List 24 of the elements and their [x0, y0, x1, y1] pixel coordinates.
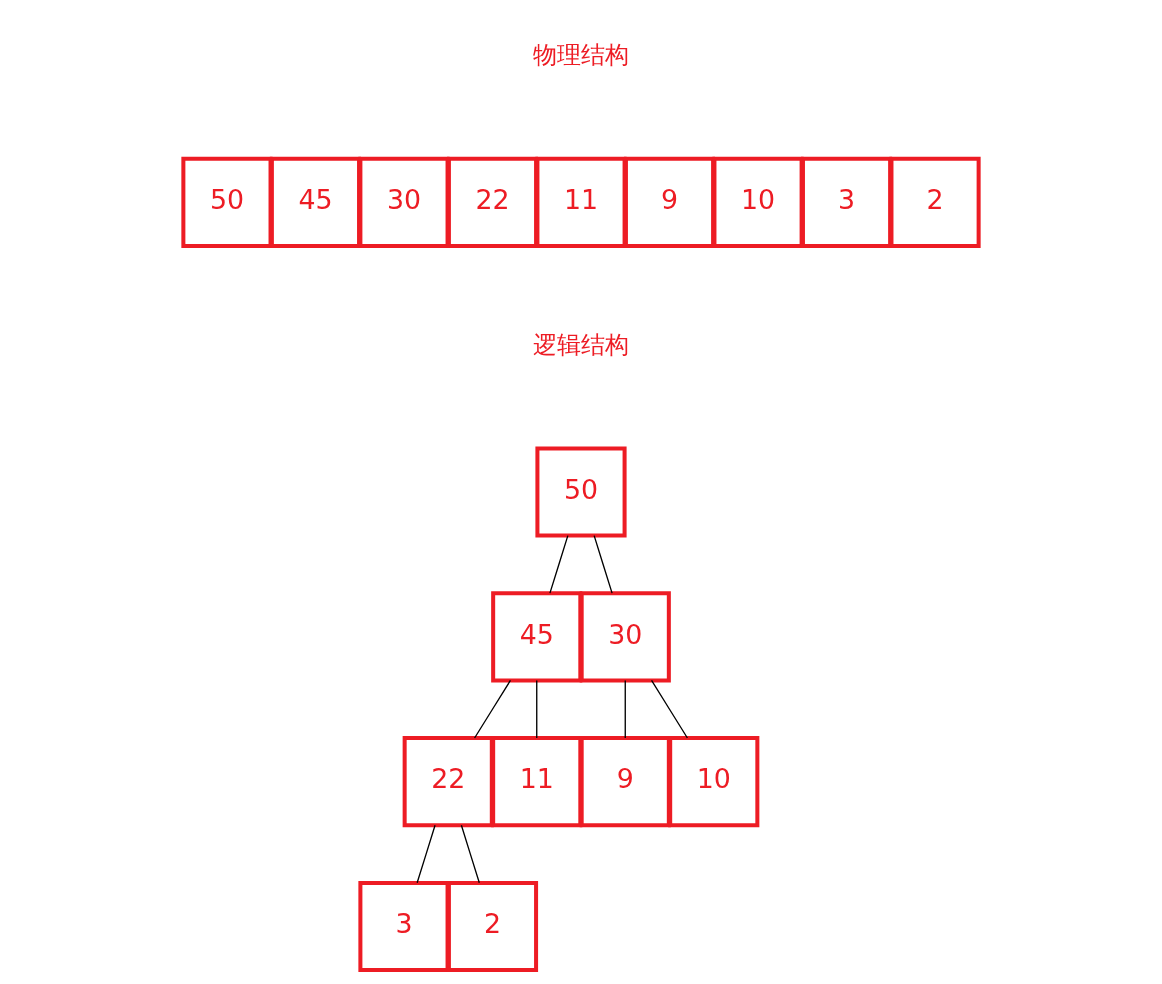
- node-box: 11: [535, 156, 627, 248]
- node-box: 3: [358, 880, 450, 973]
- connector: [549, 534, 569, 594]
- connector: [624, 679, 626, 739]
- node-box: 22: [402, 736, 494, 828]
- connector: [416, 824, 436, 884]
- connector: [650, 679, 689, 739]
- label: 逻辑结构: [533, 331, 629, 360]
- label: 物理结构: [533, 41, 629, 70]
- connector: [536, 679, 538, 739]
- node-box: 30: [358, 156, 450, 248]
- connector: [473, 679, 512, 739]
- connector: [460, 824, 480, 884]
- node-box: 11: [491, 736, 583, 828]
- node-box: 10: [712, 156, 804, 248]
- node-box: 2: [889, 156, 981, 248]
- node-box: 2: [446, 880, 539, 973]
- node-box: 9: [579, 736, 671, 828]
- node-box: 30: [579, 591, 671, 683]
- node-box: 50: [181, 156, 273, 248]
- node-box: 45: [491, 591, 583, 683]
- connector: [593, 534, 613, 594]
- node-box: 10: [668, 736, 760, 828]
- node-box: 50: [535, 446, 627, 538]
